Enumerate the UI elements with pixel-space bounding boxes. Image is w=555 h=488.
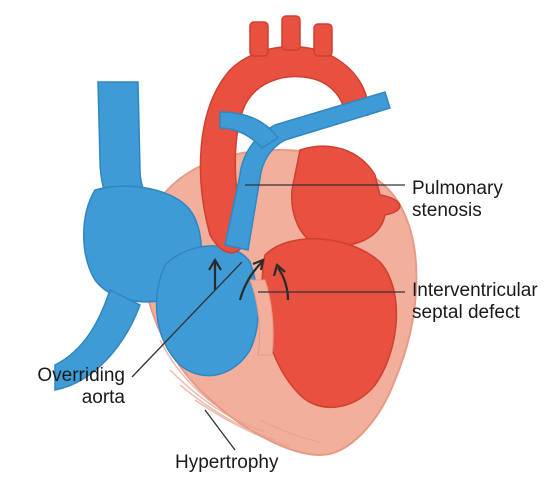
label-pulmonary-stenosis: Pulmonary stenosis bbox=[412, 178, 503, 222]
label-hypertrophy: Hypertrophy bbox=[175, 452, 279, 474]
label-pulmonary-stenosis-line1: Pulmonary bbox=[412, 178, 503, 200]
label-overriding-aorta-line1: Overriding bbox=[5, 365, 125, 387]
label-overriding-aorta: Overriding aorta bbox=[5, 365, 125, 409]
label-interventricular-septal-defect: Interventricular septal defect bbox=[412, 280, 538, 324]
aortic-branches bbox=[250, 16, 332, 56]
right-ventricle bbox=[157, 246, 259, 376]
label-overriding-aorta-line2: aorta bbox=[5, 387, 125, 409]
label-pulmonary-stenosis-line2: stenosis bbox=[412, 200, 503, 222]
label-septal-defect-line2: septal defect bbox=[412, 302, 538, 324]
label-septal-defect-line1: Interventricular bbox=[412, 280, 538, 302]
